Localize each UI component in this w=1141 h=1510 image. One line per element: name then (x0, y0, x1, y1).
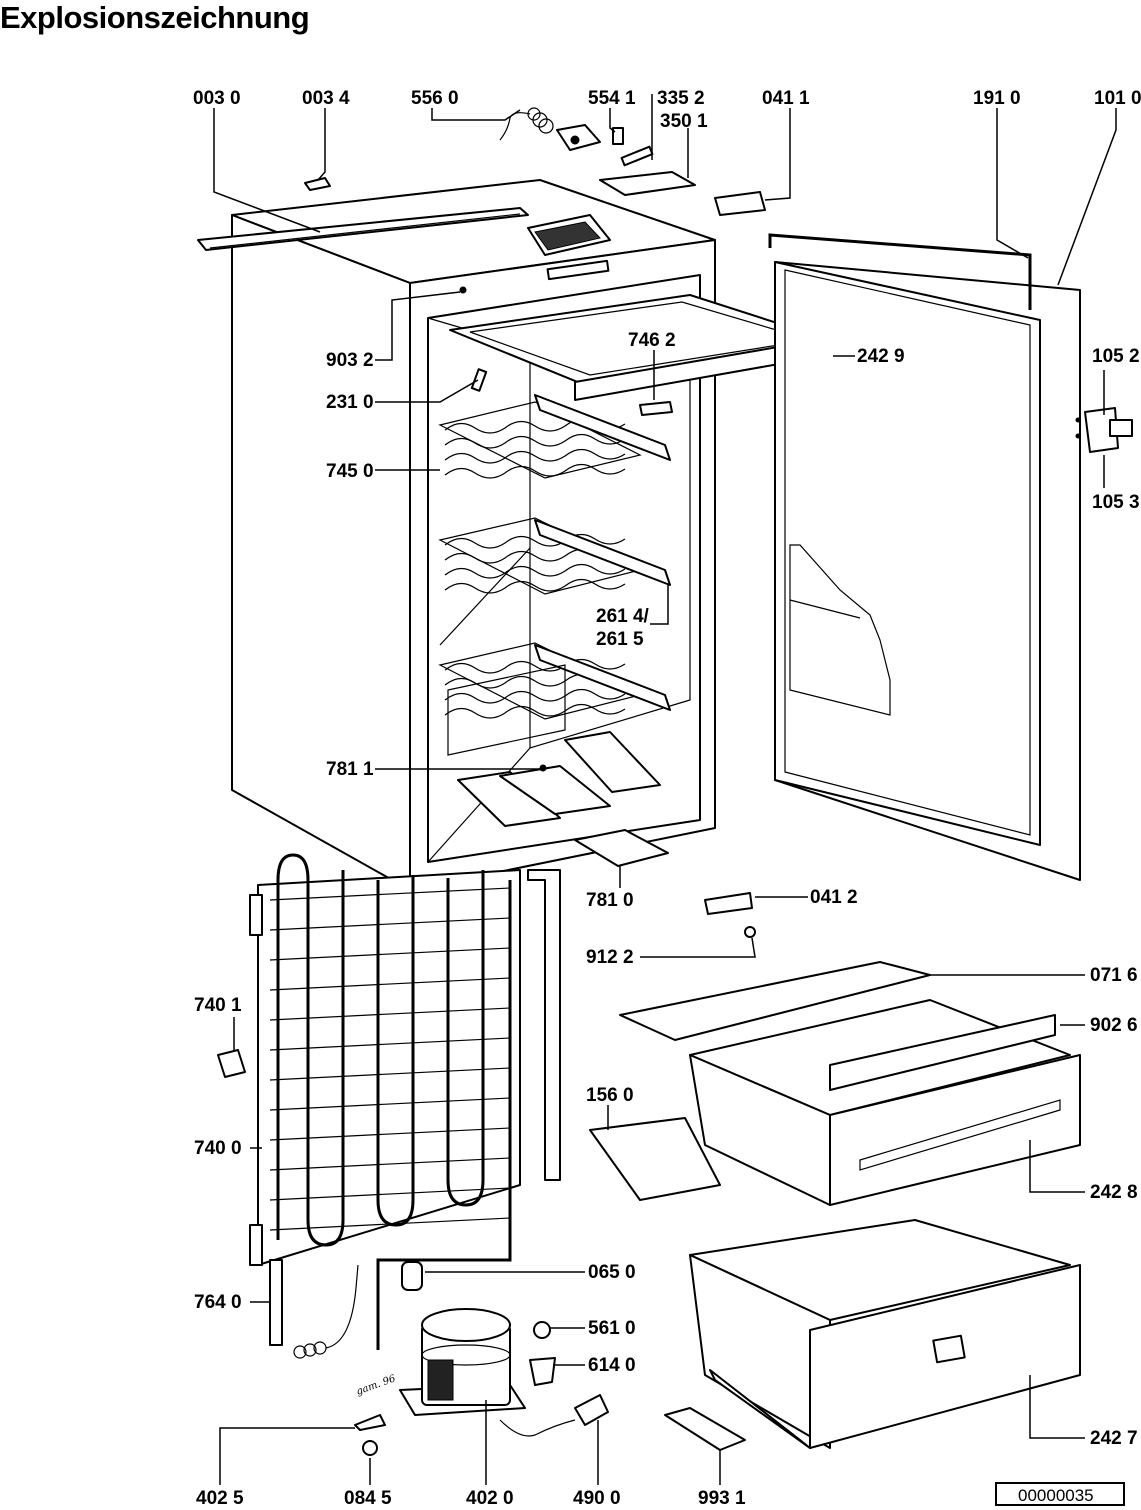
screw-903 (459, 286, 467, 294)
label-490-0: 490 0 (573, 1488, 621, 1509)
handwritten-note: gam. 96 (355, 1373, 398, 1398)
label-065-0: 065 0 (588, 1262, 636, 1283)
label-041-1: 041 1 (762, 88, 810, 109)
label-156-0: 156 0 (586, 1085, 634, 1106)
hinge (1075, 407, 1133, 453)
part-402-5 (354, 1414, 386, 1431)
label-903-2: 903 2 (326, 350, 374, 371)
label-261-4: 261 4/ (596, 606, 650, 627)
label-071-6: 071 6 (1090, 965, 1138, 986)
plinth-781 (574, 829, 669, 867)
label-402-5: 402 5 (196, 1488, 244, 1509)
part-614-0 (529, 1357, 556, 1386)
wire-shelf-bottom (438, 642, 671, 720)
label-003-4: 003 4 (302, 88, 350, 109)
label-902-6: 902 6 (1090, 1015, 1138, 1036)
part-554-1 (612, 127, 624, 145)
part-041-2 (704, 892, 753, 915)
label-912-2: 912 2 (586, 947, 634, 968)
ice-tray-156 (589, 1117, 721, 1201)
drawer-242-8 (689, 999, 1081, 1206)
part-041-1 (714, 191, 766, 216)
door (768, 233, 1081, 881)
wire-shelves (438, 394, 671, 756)
cabinet-body (197, 179, 716, 891)
label-350-1: 350 1 (660, 111, 708, 132)
label-231-0: 231 0 (326, 392, 374, 413)
document-number: 00000035 (1018, 1486, 1094, 1505)
label-614-0: 614 0 (588, 1355, 636, 1376)
label-041-2: 041 2 (810, 887, 858, 908)
label-402-0: 402 0 (466, 1488, 514, 1509)
part-065-0 (401, 1261, 423, 1291)
filter-drier (269, 1259, 359, 1359)
label-561-0: 561 0 (588, 1318, 636, 1339)
screw-912 (744, 926, 756, 938)
shelf-clip (639, 401, 673, 416)
label-746-2: 746 2 (628, 330, 676, 351)
label-191-0: 191 0 (973, 88, 1021, 109)
label-781-1: 781 1 (326, 759, 374, 780)
part-003-4 (304, 177, 331, 191)
label-084-5: 084 5 (344, 1488, 392, 1509)
wire-shelf-middle (438, 517, 671, 595)
thermostat-556 (499, 107, 601, 151)
light-cover (470, 368, 488, 392)
label-556-0: 556 0 (411, 88, 459, 109)
label-105-3: 105 3 (1092, 492, 1140, 513)
compressor (399, 1308, 526, 1416)
part-335-2 (620, 145, 654, 167)
screw-781 (539, 764, 547, 772)
label-993-1: 993 1 (698, 1488, 746, 1509)
label-745-0: 745 0 (326, 461, 374, 482)
label-740-1: 740 1 (194, 995, 242, 1016)
condenser (249, 853, 561, 1350)
label-335-2: 335 2 (657, 88, 705, 109)
label-242-8: 242 8 (1090, 1182, 1138, 1203)
document-number-box: 00000035 (995, 1482, 1125, 1506)
part-740-1 (217, 1049, 246, 1078)
label-242-7: 242 7 (1090, 1428, 1138, 1449)
power-cord (499, 1394, 609, 1437)
leader-lines (213, 94, 1117, 1485)
label-554-1: 554 1 (588, 88, 636, 109)
wire-shelf-top (438, 394, 671, 479)
label-003-0: 003 0 (193, 88, 241, 109)
label-261-5: 261 5 (596, 629, 644, 650)
page-title: Explosionszeichnung (0, 0, 310, 35)
label-105-2: 105 2 (1092, 346, 1140, 367)
label-242-9: 242 9 (857, 346, 905, 367)
label-740-0: 740 0 (194, 1138, 242, 1159)
part-993-1 (664, 1407, 746, 1451)
label-781-0: 781 0 (586, 890, 634, 911)
part-084-5 (362, 1440, 378, 1456)
drawer-242-7 (689, 1219, 1081, 1449)
part-561-0 (533, 1321, 551, 1339)
part-350-1 (599, 171, 696, 196)
label-764-0: 764 0 (194, 1292, 242, 1313)
label-101-0: 101 0 (1094, 88, 1141, 109)
